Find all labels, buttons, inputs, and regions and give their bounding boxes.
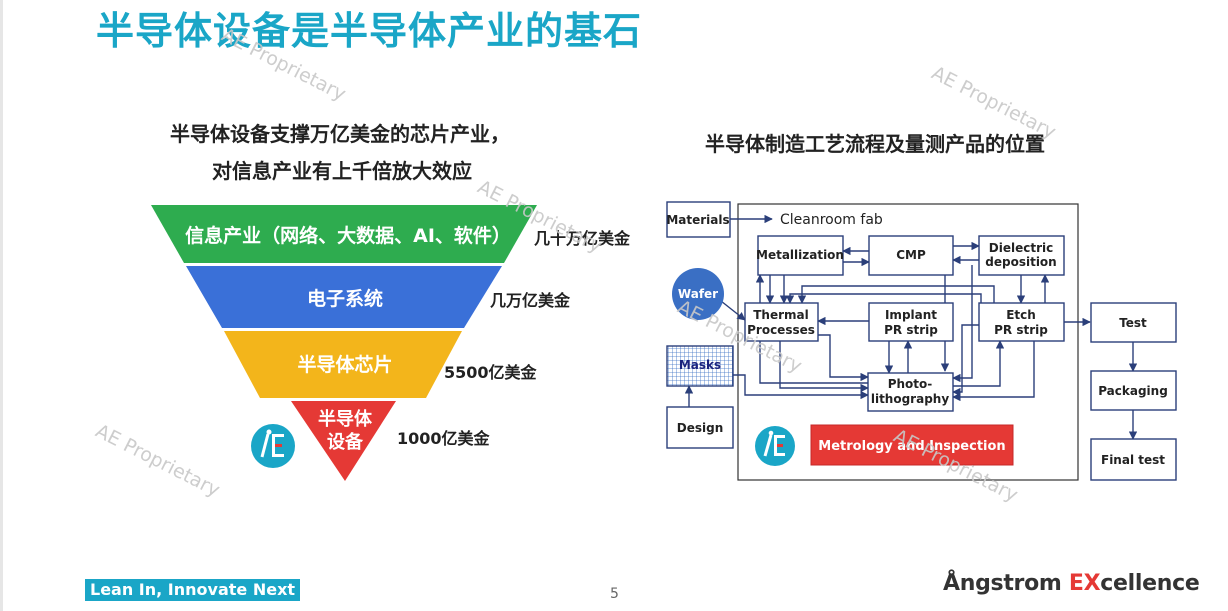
label-implant-2: PR strip [884,323,938,337]
pyramid-value-info: 几十万亿美金 [534,229,631,248]
box-test [1090,302,1177,343]
ae-logo-icon [251,424,295,468]
flow-dielectric-to-photo [952,265,973,383]
page-number: 5 [610,586,619,602]
label-materials: Materials [666,213,729,227]
pyramid-value-system: 几万亿美金 [490,291,571,310]
pyramid-layer-equipment [291,401,396,481]
box-final-test [1090,438,1177,481]
cleanroom-frame [737,203,1079,481]
box-metrology [810,424,1014,466]
label-test: Test [1119,316,1147,330]
left-edge-rule [0,0,3,611]
label-final-test: Final test [1101,453,1165,467]
box-masks [666,345,734,387]
page-title: 半导体设备是半导体产业的基石 [96,9,643,53]
label-etch-2: PR strip [994,323,1048,337]
box-implant [868,302,954,342]
box-etch [978,302,1065,342]
box-materials [666,201,731,238]
flow-wafer-to-thermal [720,300,746,321]
flow-thermal-to-photo-2 [818,334,869,382]
left-subtitle-line2: 对信息产业有上千倍放大效应 [212,159,472,183]
box-packaging [1090,370,1177,411]
pyramid-label-chip: 半导体芯片 [297,353,392,376]
box-design [666,406,734,449]
pyramid-label-info: 信息产业（网络、大数据、AI、软件） [185,224,511,247]
box-thermal [744,302,819,342]
label-implant-1: Implant [885,308,937,322]
label-cmp: CMP [896,248,926,262]
right-subtitle: 半导体制造工艺流程及量测产品的位置 [705,132,1045,156]
pyramid-label-equipment-2: 设备 [327,431,364,453]
label-masks: Masks [679,358,721,372]
footer-tagline: Lean In, Innovate Next [85,579,301,601]
box-dielectric [978,235,1065,276]
brand-ex: EX [1068,571,1101,596]
brand-logo: Ångstrom EXcellence [943,571,1200,596]
label-photo-2: lithography [871,392,949,406]
pyramid-value-chip: 5500亿美金 [444,363,538,382]
pyramid-layer-chip [224,331,462,398]
flow-etch-to-photo [952,341,1035,402]
brand-rest: cellence [1100,571,1200,596]
label-etch-1: Etch [1006,308,1036,322]
label-wafer: Wafer [678,287,718,301]
box-photo [867,372,954,412]
pyramid-layer-info [151,205,537,263]
label-photo-1: Photo- [888,377,933,391]
brand-main: Ångstrom [943,571,1069,596]
left-subtitle-line1: 半导体设备支撑万亿美金的芯片产业， [170,122,510,146]
pyramid-layer-system [186,266,502,328]
flow-thermal-to-photo [779,341,869,393]
label-thermal-1: Thermal [753,308,809,322]
box-cmp [868,235,954,276]
ae-logo-small-icon [755,426,795,466]
pyramid-label-equipment-1: 半导体 [318,408,373,430]
flow-photo-to-etch [953,340,1005,387]
box-metallization [757,235,844,276]
label-thermal-2: Processes [747,323,815,337]
cleanroom-label: Cleanroom fab [780,212,883,228]
flow-masks-to-photo [733,374,869,400]
wafer-circle [672,268,724,320]
label-dielectric-2: deposition [985,255,1056,269]
pyramid-value-equipment: 1000亿美金 [397,429,491,448]
pyramid-label-system: 电子系统 [307,287,383,310]
label-packaging: Packaging [1098,384,1168,398]
label-metrology: Metrology and Inspection [818,439,1005,454]
flow-etch-to-thermal-top-2 [785,293,982,304]
label-design: Design [677,421,724,435]
flow-etch-to-photo-2 [952,324,979,397]
label-dielectric-1: Dielectric [989,241,1053,255]
label-metallization: Metallization [756,248,844,262]
